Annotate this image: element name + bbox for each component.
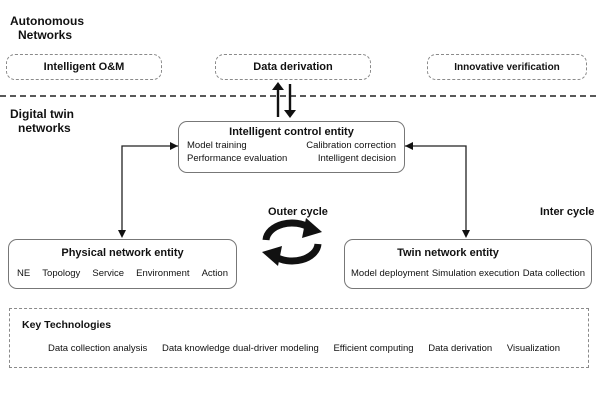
innovative-verification-box: Innovative verification — [427, 54, 587, 80]
digital-twin-networks-title: Digital twin networks — [10, 107, 74, 135]
twin-item-simulation-execution: Simulation execution — [431, 268, 520, 279]
control-item-calibration-correction: Calibration correction — [306, 140, 396, 151]
outer-cycle-label: Outer cycle — [268, 206, 328, 218]
key-technologies-box: Key Technologies Data collection analysi… — [9, 308, 589, 368]
key-tech-visualization: Visualization — [506, 343, 560, 354]
key-tech-data-derivation: Data derivation — [428, 343, 493, 354]
physical-item-topology: Topology — [42, 268, 81, 279]
physical-item-ne: NE — [17, 268, 31, 279]
autonomous-networks-title: Autonomous Networks — [10, 14, 84, 42]
twin-title-line2: networks — [18, 121, 71, 135]
control-item-performance-evaluation: Performance evaluation — [187, 153, 288, 164]
key-tech-dual-driver-modeling: Data knowledge dual-driver modeling — [161, 343, 319, 354]
physical-network-entity: Physical network entity NE Topology Serv… — [8, 239, 237, 289]
innovative-verification-label: Innovative verification — [454, 61, 560, 73]
physical-item-service: Service — [92, 268, 125, 279]
intelligent-control-entity: Intelligent control entity Model trainin… — [178, 121, 405, 173]
data-derivation-box: Data derivation — [215, 54, 371, 80]
up-down-arrows-icon — [272, 82, 296, 118]
autonomous-title-line1: Autonomous — [10, 14, 84, 28]
control-entity-title: Intelligent control entity — [229, 126, 354, 138]
physical-item-environment: Environment — [136, 268, 190, 279]
control-item-model-training: Model training — [187, 140, 247, 151]
twin-title-line1: Digital twin — [10, 107, 74, 121]
key-tech-data-collection-analysis: Data collection analysis — [48, 343, 148, 354]
control-twin-connector — [405, 142, 470, 238]
control-item-intelligent-decision: Intelligent decision — [317, 153, 396, 164]
twin-entity-title: Twin network entity — [397, 247, 499, 259]
inter-cycle-label: Inter cycle — [540, 206, 595, 218]
outer-cycle-icon — [262, 218, 322, 266]
key-technologies-title: Key Technologies — [22, 319, 112, 331]
physical-item-action: Action — [201, 268, 228, 279]
intelligent-om-box: Intelligent O&M — [6, 54, 162, 80]
intelligent-om-label: Intelligent O&M — [43, 61, 125, 73]
twin-item-data-collection: Data collection — [522, 268, 585, 279]
twin-item-model-deployment: Model deployment — [351, 268, 429, 279]
physical-entity-title: Physical network entity — [61, 247, 184, 259]
autonomous-title-line2: Networks — [18, 28, 73, 42]
data-derivation-label: Data derivation — [253, 61, 333, 73]
twin-network-entity: Twin network entity Model deployment Sim… — [344, 239, 592, 289]
control-physical-connector — [118, 142, 178, 238]
key-tech-efficient-computing: Efficient computing — [333, 343, 414, 354]
